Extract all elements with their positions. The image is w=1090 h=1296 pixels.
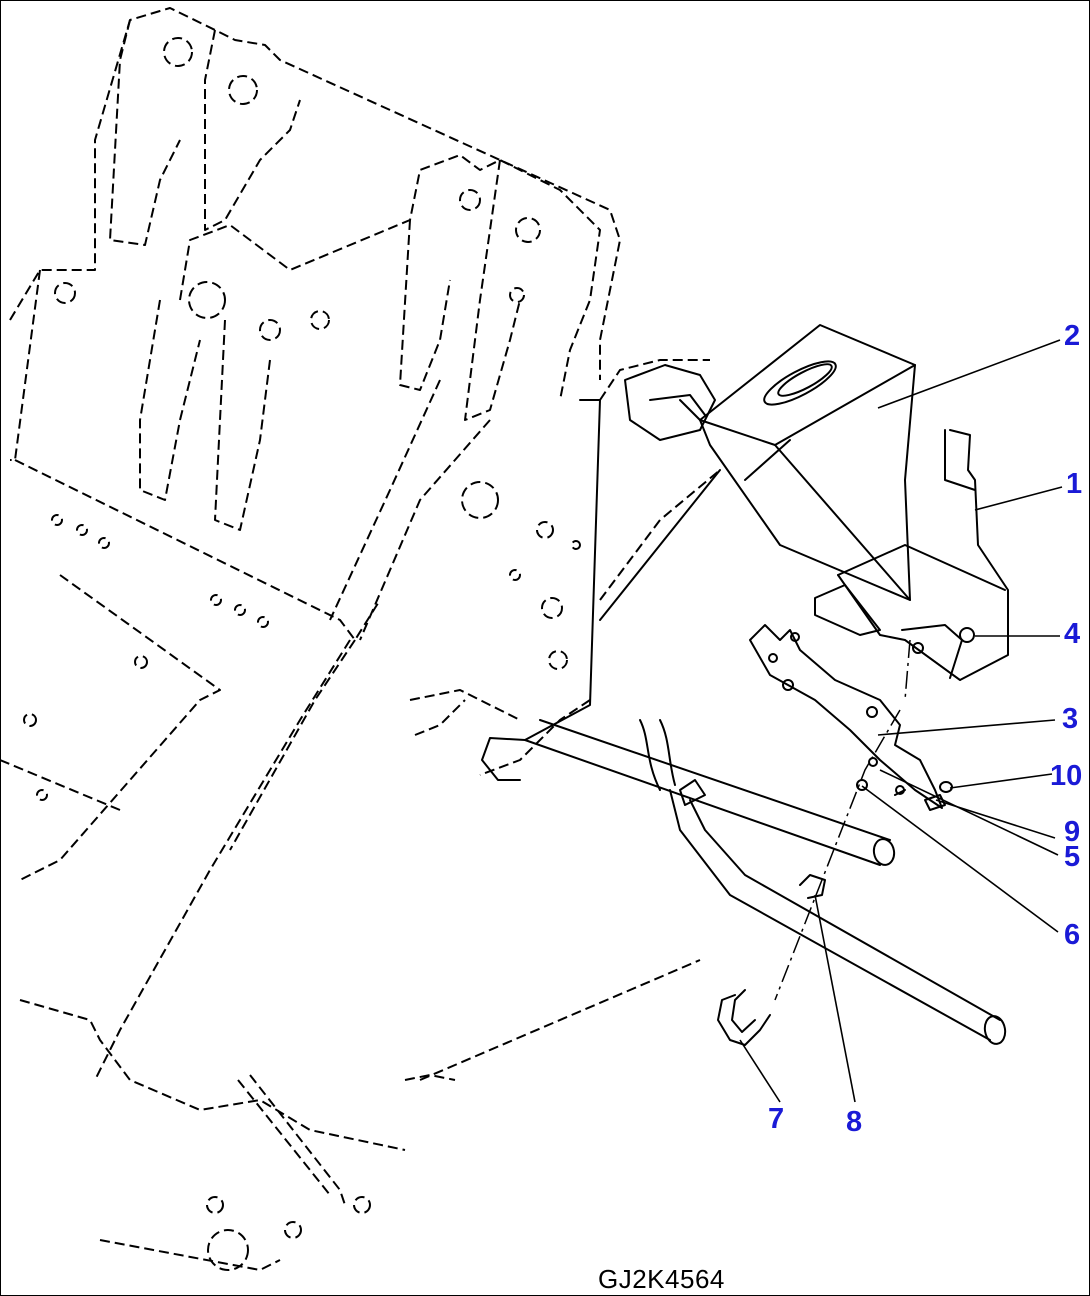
callout-4: 4 xyxy=(1064,618,1081,650)
part-1-cover xyxy=(814,429,1009,681)
callout-2: 2 xyxy=(1064,320,1081,352)
callout-1: 1 xyxy=(1066,468,1083,500)
callout-3: 3 xyxy=(1062,703,1079,735)
guide-lines xyxy=(774,639,911,1001)
leader-lines xyxy=(739,339,1063,1103)
callout-6: 6 xyxy=(1064,919,1081,951)
part-8-clip xyxy=(799,874,826,899)
frame-body-outline xyxy=(0,7,721,1271)
callout-9: 9 xyxy=(1064,816,1081,848)
frame-solid-edges xyxy=(481,364,791,781)
callout-8: 8 xyxy=(846,1106,863,1138)
drawing-code: GJ2K4564 xyxy=(598,1264,725,1294)
callout-7: 7 xyxy=(768,1103,785,1135)
part-2-bracket xyxy=(679,324,916,601)
pipes xyxy=(524,719,1007,1045)
frame-holes xyxy=(23,37,581,1271)
part-3-plate xyxy=(749,624,943,809)
callout-10: 10 xyxy=(1050,760,1083,792)
part-7-u-bolt xyxy=(717,989,771,1046)
callout-5: 5 xyxy=(1064,841,1081,873)
